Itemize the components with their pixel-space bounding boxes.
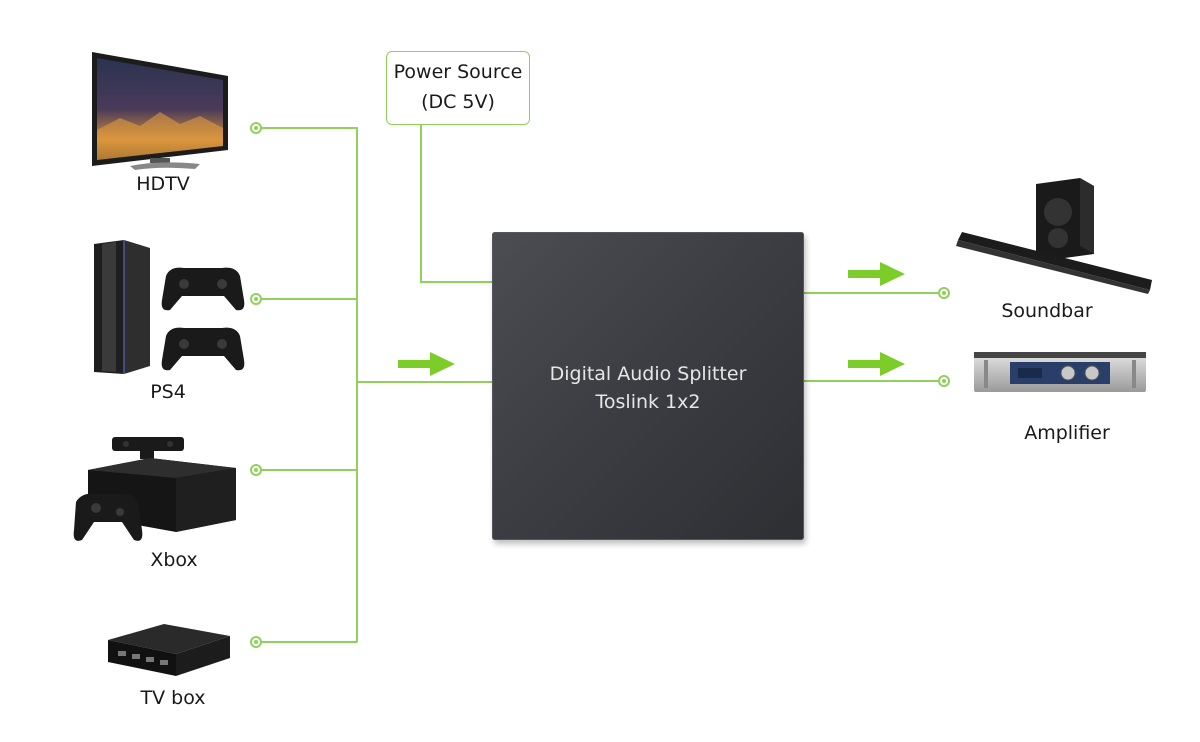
- amplifier-icon: [974, 352, 1146, 392]
- source-label-ps4: PS4: [150, 381, 186, 403]
- splitter-title: Digital Audio Splitter: [549, 363, 747, 385]
- soundbar-icon: [956, 178, 1152, 294]
- tv-box-icon: [108, 624, 230, 676]
- input-arrow-icon: [398, 352, 455, 376]
- power-source-voltage: (DC 5V): [421, 91, 495, 113]
- xbox-icon: [73, 437, 236, 541]
- source-label-xbox: Xbox: [150, 549, 198, 571]
- power-source-title: Power Source: [393, 61, 523, 83]
- source-label-tv-box: TV box: [140, 687, 206, 709]
- amplifier-arrow-icon: [848, 352, 905, 376]
- audio-splitter-box: Digital Audio Splitter Toslink 1x2: [492, 232, 804, 540]
- splitter-subtitle: Toslink 1x2: [595, 391, 701, 413]
- output-label-amplifier: Amplifier: [1024, 422, 1110, 444]
- ps4-icon: [94, 240, 245, 374]
- power-source-box: Power Source (DC 5V): [386, 51, 530, 125]
- flow-arrows: [398, 262, 905, 376]
- hdtv-icon: [92, 52, 228, 170]
- soundbar-arrow-icon: [848, 262, 905, 286]
- connector-lines: [256, 125, 944, 643]
- hdtv-link: [256, 127, 358, 642]
- output-label-soundbar: Soundbar: [1001, 300, 1093, 322]
- power-link: [420, 125, 492, 283]
- source-label-hdtv: HDTV: [136, 173, 190, 195]
